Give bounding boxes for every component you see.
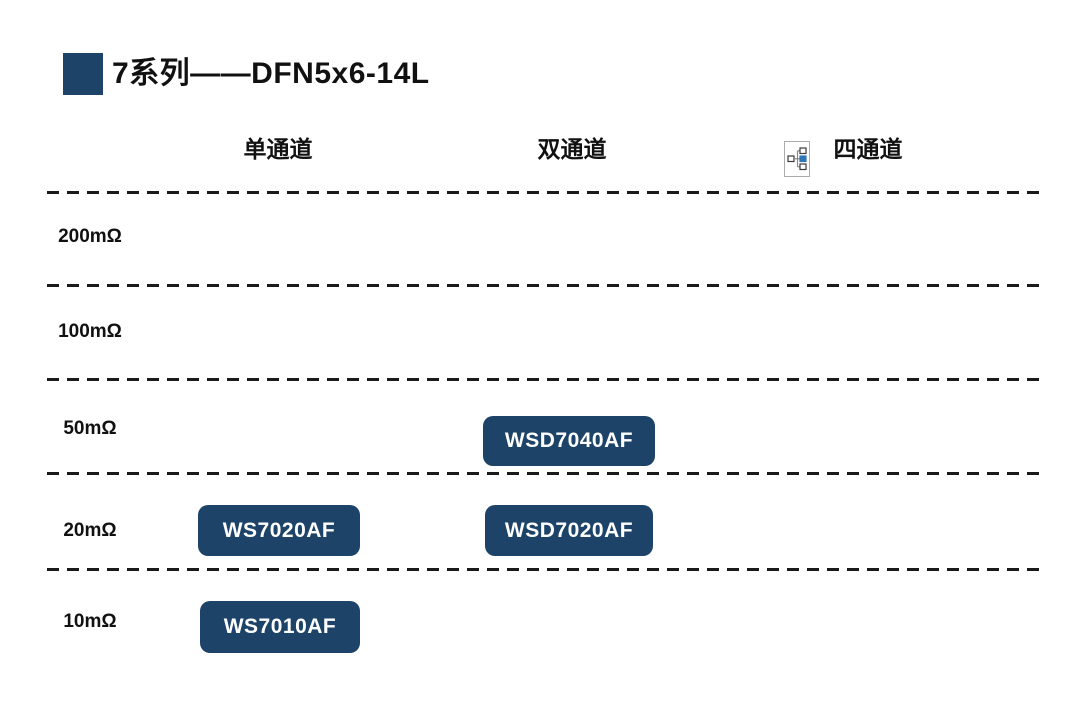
- column-header-quad-channel: 四通道: [833, 136, 903, 162]
- row-separator-line: [47, 568, 1045, 571]
- row-label-10mohm: 10mΩ: [63, 611, 117, 632]
- part-chip-wsd7040af: WSD7040AF: [483, 416, 655, 466]
- page-title: 7系列——DFN5x6-14L: [112, 57, 430, 90]
- row-separator-line: [47, 284, 1045, 287]
- part-chip-wsd7020af: WSD7020AF: [485, 505, 653, 556]
- row-label-20mohm: 20mΩ: [63, 520, 117, 541]
- org-chart-placeholder-icon: [784, 141, 810, 177]
- row-separator-line: [47, 378, 1045, 381]
- title-bullet-square: [63, 53, 103, 95]
- row-label-200mohm: 200mΩ: [58, 226, 122, 247]
- column-header-dual-channel: 双通道: [537, 136, 607, 162]
- row-separator-line: [47, 191, 1045, 194]
- column-header-single-channel: 单通道: [243, 136, 313, 162]
- part-chip-ws7020af: WS7020AF: [198, 505, 360, 556]
- part-chip-ws7010af: WS7010AF: [200, 601, 360, 653]
- row-label-100mohm: 100mΩ: [58, 321, 122, 342]
- row-separator-line: [47, 472, 1045, 475]
- row-label-50mohm: 50mΩ: [63, 418, 117, 439]
